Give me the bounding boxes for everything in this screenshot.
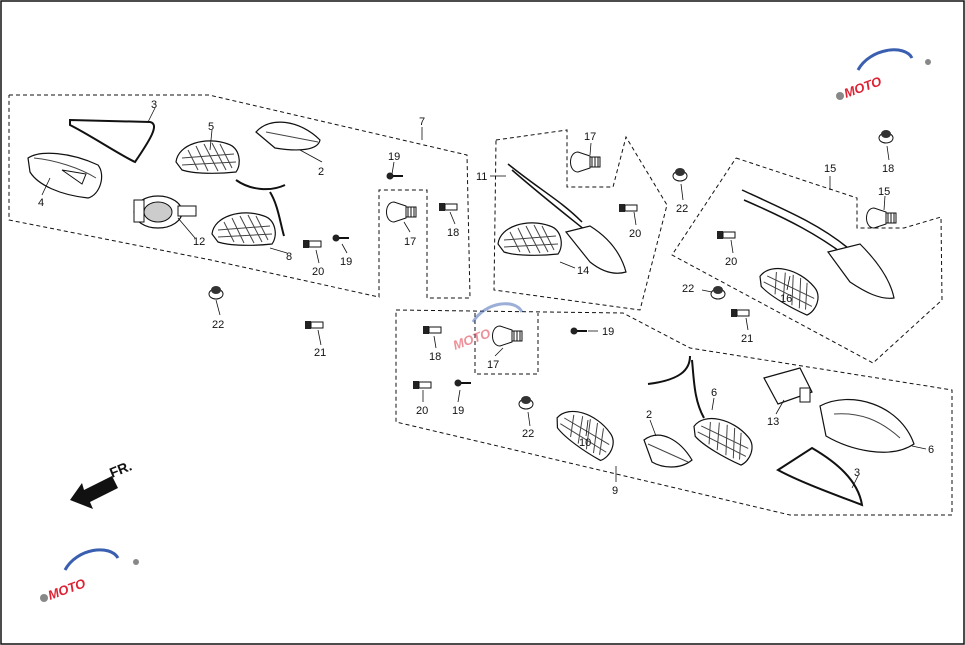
part-label: 19 bbox=[388, 151, 400, 163]
part-label: 8 bbox=[286, 251, 292, 263]
part-label: 20 bbox=[416, 405, 428, 417]
leader-lines bbox=[41, 107, 927, 489]
part-label: 9 bbox=[612, 485, 618, 497]
part-label: 22 bbox=[522, 428, 534, 440]
nut-part-22-a bbox=[208, 285, 224, 300]
watermark-top-right: MOTO bbox=[836, 48, 931, 101]
nut-part-18-right bbox=[878, 129, 894, 144]
part-label: 18 bbox=[447, 227, 459, 239]
group-outline-15 bbox=[671, 157, 943, 364]
wire-part-6 bbox=[647, 355, 705, 419]
relay-part-13 bbox=[763, 367, 813, 405]
front-direction-arrow bbox=[70, 476, 118, 509]
part-label: 15 bbox=[878, 186, 890, 198]
part-label: 22 bbox=[682, 283, 694, 295]
screw-part-19-c bbox=[569, 326, 588, 336]
bolt-part-21-b bbox=[730, 308, 750, 318]
gasket-part-3-right bbox=[776, 446, 864, 507]
part-labels: 3 5 7 2 4 12 8 19 17 18 20 19 22 21 17 1… bbox=[38, 99, 934, 497]
nut-part-22-c bbox=[710, 285, 726, 300]
svg-text:MOTO: MOTO bbox=[842, 73, 884, 100]
socket-part-12 bbox=[133, 195, 197, 229]
bolt-part-20-b bbox=[618, 203, 638, 213]
part-label: 21 bbox=[314, 347, 326, 359]
part-label: 19 bbox=[602, 326, 614, 338]
bolt-part-20-d bbox=[412, 380, 432, 390]
part-label: 22 bbox=[676, 203, 688, 215]
lens-part-6-right bbox=[819, 398, 915, 453]
part-label: 15 bbox=[824, 163, 836, 175]
part-label: 6 bbox=[711, 387, 717, 399]
lens-part-10 bbox=[550, 399, 622, 464]
svg-text:MOTO: MOTO bbox=[46, 575, 88, 602]
watermark-bottom-left: MOTO bbox=[40, 548, 139, 603]
lens-part-4-left bbox=[27, 152, 103, 199]
direction-label: FR. bbox=[107, 457, 134, 480]
svg-text:MOTO: MOTO bbox=[451, 325, 493, 352]
lens-part-16 bbox=[753, 243, 895, 319]
part-label: 3 bbox=[151, 99, 157, 111]
screw-part-19-a bbox=[385, 171, 404, 181]
part-label: 16 bbox=[780, 293, 792, 305]
part-label: 19 bbox=[340, 256, 352, 268]
part-label: 18 bbox=[882, 163, 894, 175]
group-outline-7 bbox=[8, 94, 471, 299]
part-label: 2 bbox=[646, 409, 652, 421]
part-label: 17 bbox=[404, 236, 416, 248]
part-label: 21 bbox=[741, 333, 753, 345]
part-label: 11 bbox=[476, 171, 487, 183]
lens-part-6-center bbox=[687, 407, 760, 469]
nut-part-22-d bbox=[518, 395, 534, 410]
screw-part-19-d bbox=[453, 378, 472, 388]
bolt-part-21-a bbox=[304, 320, 324, 330]
bulb-part-15 bbox=[866, 207, 897, 229]
part-label: 17 bbox=[584, 131, 596, 143]
bolt-part-18-b bbox=[422, 325, 442, 335]
part-label: 12 bbox=[193, 236, 205, 248]
part-label: 10 bbox=[579, 437, 591, 449]
bulb-part-17-left bbox=[386, 201, 417, 223]
bolt-part-20-a bbox=[302, 239, 322, 249]
cover-part-2-left bbox=[255, 121, 321, 151]
lens-part-14 bbox=[497, 222, 627, 274]
part-label: 2 bbox=[318, 166, 324, 178]
part-label: 4 bbox=[38, 197, 44, 209]
bulb-part-17-center bbox=[570, 151, 601, 173]
part-label: 3 bbox=[854, 467, 860, 479]
part-label: 17 bbox=[487, 359, 499, 371]
part-label: 22 bbox=[212, 319, 224, 331]
nut-part-22-b bbox=[672, 167, 688, 182]
part-label: 5 bbox=[208, 121, 214, 133]
group-outline-9 bbox=[395, 309, 953, 516]
group-outline-11 bbox=[493, 129, 668, 311]
lens-part-8 bbox=[211, 212, 276, 246]
part-label: 14 bbox=[577, 265, 589, 277]
part-label: 7 bbox=[419, 116, 425, 128]
screw-part-19-b bbox=[331, 233, 350, 243]
part-label: 19 bbox=[452, 405, 464, 417]
bulb-part-17-bottom bbox=[492, 325, 523, 347]
cover-part-2-bottom bbox=[643, 434, 693, 468]
bolt-part-20-c bbox=[716, 230, 736, 240]
gasket-part-3-left bbox=[69, 118, 155, 164]
part-label: 20 bbox=[629, 228, 641, 240]
part-label: 18 bbox=[429, 351, 441, 363]
wire-part-15 bbox=[741, 189, 849, 257]
bolt-part-18-a bbox=[438, 202, 458, 212]
part-label: 13 bbox=[767, 416, 779, 428]
part-label: 20 bbox=[312, 266, 324, 278]
wire-part-11 bbox=[507, 163, 586, 231]
turn-signal-housing-part-5 bbox=[175, 140, 286, 237]
part-label: 6 bbox=[928, 444, 934, 456]
part-label: 20 bbox=[725, 256, 737, 268]
